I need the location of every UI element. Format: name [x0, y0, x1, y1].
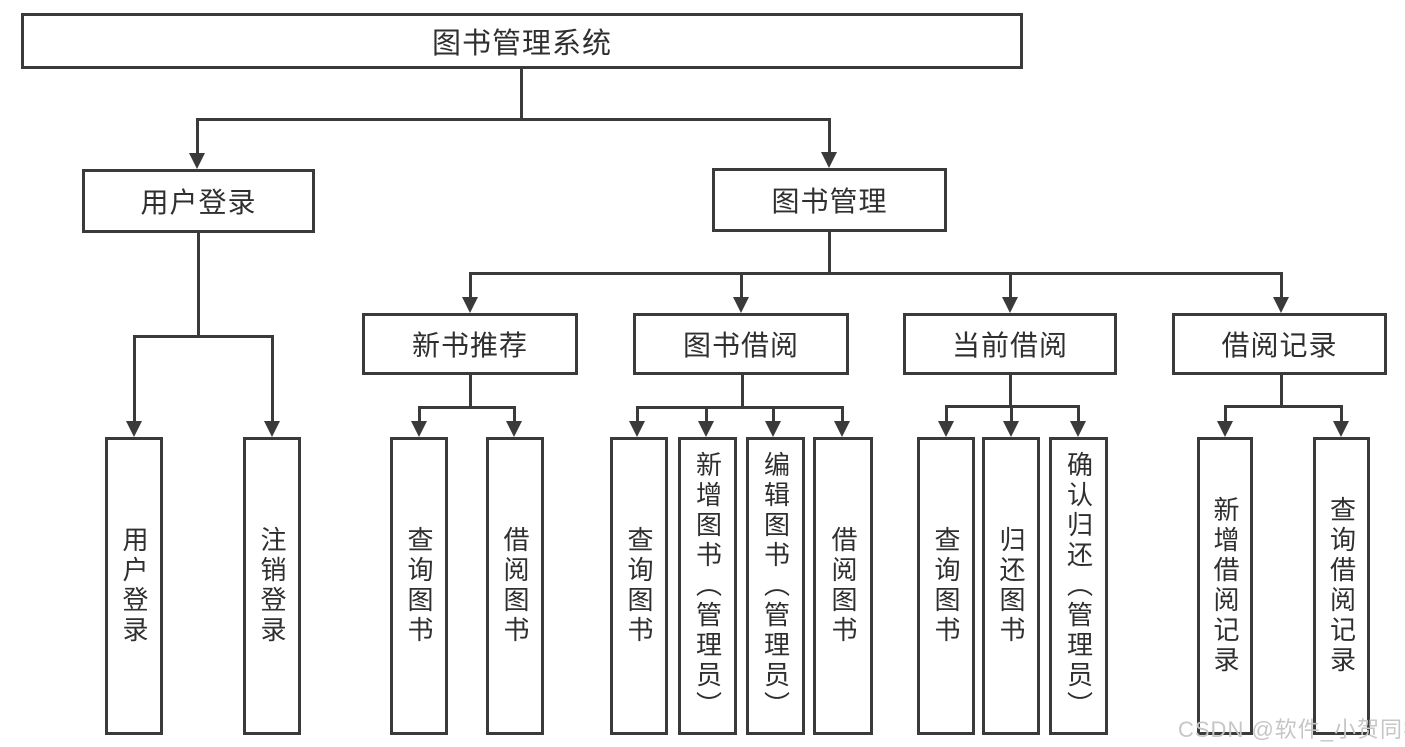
arrow-down-icon — [765, 421, 781, 437]
arrow-down-icon — [938, 421, 954, 437]
node-label: 借阅记录 — [1221, 330, 1338, 361]
connector-line — [945, 405, 948, 423]
arrow-down-icon — [264, 421, 280, 437]
connector-line — [1010, 405, 1013, 423]
connector-line — [271, 335, 274, 423]
leaf-nbr-query-books: 查询图书 — [390, 437, 448, 735]
leaf-bb-query-books: 查询图书 — [610, 437, 668, 735]
arrow-down-icon — [506, 421, 522, 437]
connector-line — [520, 69, 523, 119]
connector-line — [469, 272, 472, 300]
connector-line — [1340, 405, 1343, 423]
node-label: 图书管理系统 — [431, 28, 612, 60]
connector-line — [741, 375, 744, 408]
connector-line — [469, 272, 1283, 275]
connector-line — [828, 232, 831, 274]
arrow-down-icon — [1273, 297, 1289, 313]
connector-line — [418, 406, 516, 409]
arrow-down-icon — [629, 421, 645, 437]
leaf-cb-query-books: 查询图书 — [917, 437, 975, 735]
node-user-login-group: 用户登录 — [82, 169, 315, 233]
connector-line — [828, 118, 831, 155]
leaf-cb-return-books: 归还图书 — [982, 437, 1040, 735]
connector-line — [1280, 375, 1283, 407]
leaf-label: 查询图书 — [931, 526, 961, 646]
node-book-borrowing: 图书借阅 — [633, 313, 849, 375]
arrow-down-icon — [1070, 421, 1086, 437]
connector-line — [513, 406, 516, 423]
connector-line — [1280, 272, 1283, 300]
leaf-label: 用户登录 — [119, 526, 149, 646]
leaf-label: 借阅图书 — [828, 526, 858, 646]
connector-line — [1224, 405, 1227, 423]
leaf-label: 编辑图书（管理员） — [760, 451, 791, 721]
arrow-down-icon — [126, 421, 142, 437]
leaf-user-login: 用户登录 — [105, 437, 163, 735]
leaf-label: 借阅图书 — [500, 526, 530, 646]
connector-line — [196, 118, 831, 121]
arrow-down-icon — [1002, 297, 1018, 313]
node-label: 图书管理 — [771, 186, 888, 217]
arrow-down-icon — [1003, 421, 1019, 437]
arrow-down-icon — [698, 421, 714, 437]
connector-line — [1224, 405, 1343, 408]
leaf-bb-add-books-admin: 新增图书（管理员） — [678, 437, 737, 735]
node-label: 图书借阅 — [682, 330, 799, 361]
node-book-management: 图书管理 — [712, 168, 947, 232]
arrow-down-icon — [411, 421, 427, 437]
connector-line — [636, 406, 639, 423]
node-label: 用户登录 — [140, 187, 257, 218]
watermark: CSDN @软件_小贺同学 — [1178, 717, 1405, 742]
leaf-logout: 注销登录 — [243, 437, 301, 735]
leaf-label: 查询图书 — [404, 526, 434, 646]
node-current-borrowing: 当前借阅 — [903, 313, 1117, 375]
connector-line — [418, 406, 421, 423]
node-borrowing-records: 借阅记录 — [1172, 313, 1387, 375]
connector-line — [133, 335, 274, 338]
connector-line — [133, 335, 136, 423]
leaf-br-add-record: 新增借阅记录 — [1197, 437, 1253, 735]
leaf-label: 查询借阅记录 — [1326, 496, 1357, 676]
connector-line — [841, 406, 844, 423]
leaf-label: 注销登录 — [257, 526, 287, 646]
arrow-down-icon — [834, 421, 850, 437]
node-library-management-system: 图书管理系统 — [21, 13, 1023, 69]
connector-line — [705, 406, 708, 423]
leaf-label: 新增借阅记录 — [1210, 496, 1240, 676]
leaf-bb-edit-books-admin: 编辑图书（管理员） — [746, 437, 805, 735]
node-label: 当前借阅 — [951, 330, 1068, 361]
arrow-down-icon — [1333, 421, 1349, 437]
connector-line — [197, 233, 200, 337]
node-label: 新书推荐 — [411, 330, 528, 361]
leaf-bb-borrow-books: 借阅图书 — [813, 437, 873, 735]
arrow-down-icon — [189, 153, 205, 169]
connector-line — [196, 118, 199, 155]
node-new-book-recommend: 新书推荐 — [362, 313, 578, 375]
leaf-nbr-borrow-books: 借阅图书 — [486, 437, 544, 735]
connector-line — [636, 406, 844, 409]
connector-line — [772, 406, 775, 423]
leaf-cb-confirm-return-admin: 确认归还（管理员） — [1049, 437, 1108, 735]
leaf-label: 确认归还（管理员） — [1063, 451, 1094, 721]
connector-line — [1077, 405, 1080, 423]
connector-line — [1009, 375, 1012, 407]
arrow-down-icon — [821, 152, 837, 168]
arrow-down-icon — [733, 297, 749, 313]
connector-line — [469, 375, 472, 408]
leaf-label: 归还图书 — [996, 526, 1026, 646]
leaf-label: 查询图书 — [624, 526, 654, 646]
leaf-label: 新增图书（管理员） — [692, 451, 723, 721]
arrow-down-icon — [462, 297, 478, 313]
connector-line — [1009, 272, 1012, 300]
leaf-br-query-record: 查询借阅记录 — [1313, 437, 1370, 735]
connector-line — [740, 272, 743, 300]
arrow-down-icon — [1217, 421, 1233, 437]
